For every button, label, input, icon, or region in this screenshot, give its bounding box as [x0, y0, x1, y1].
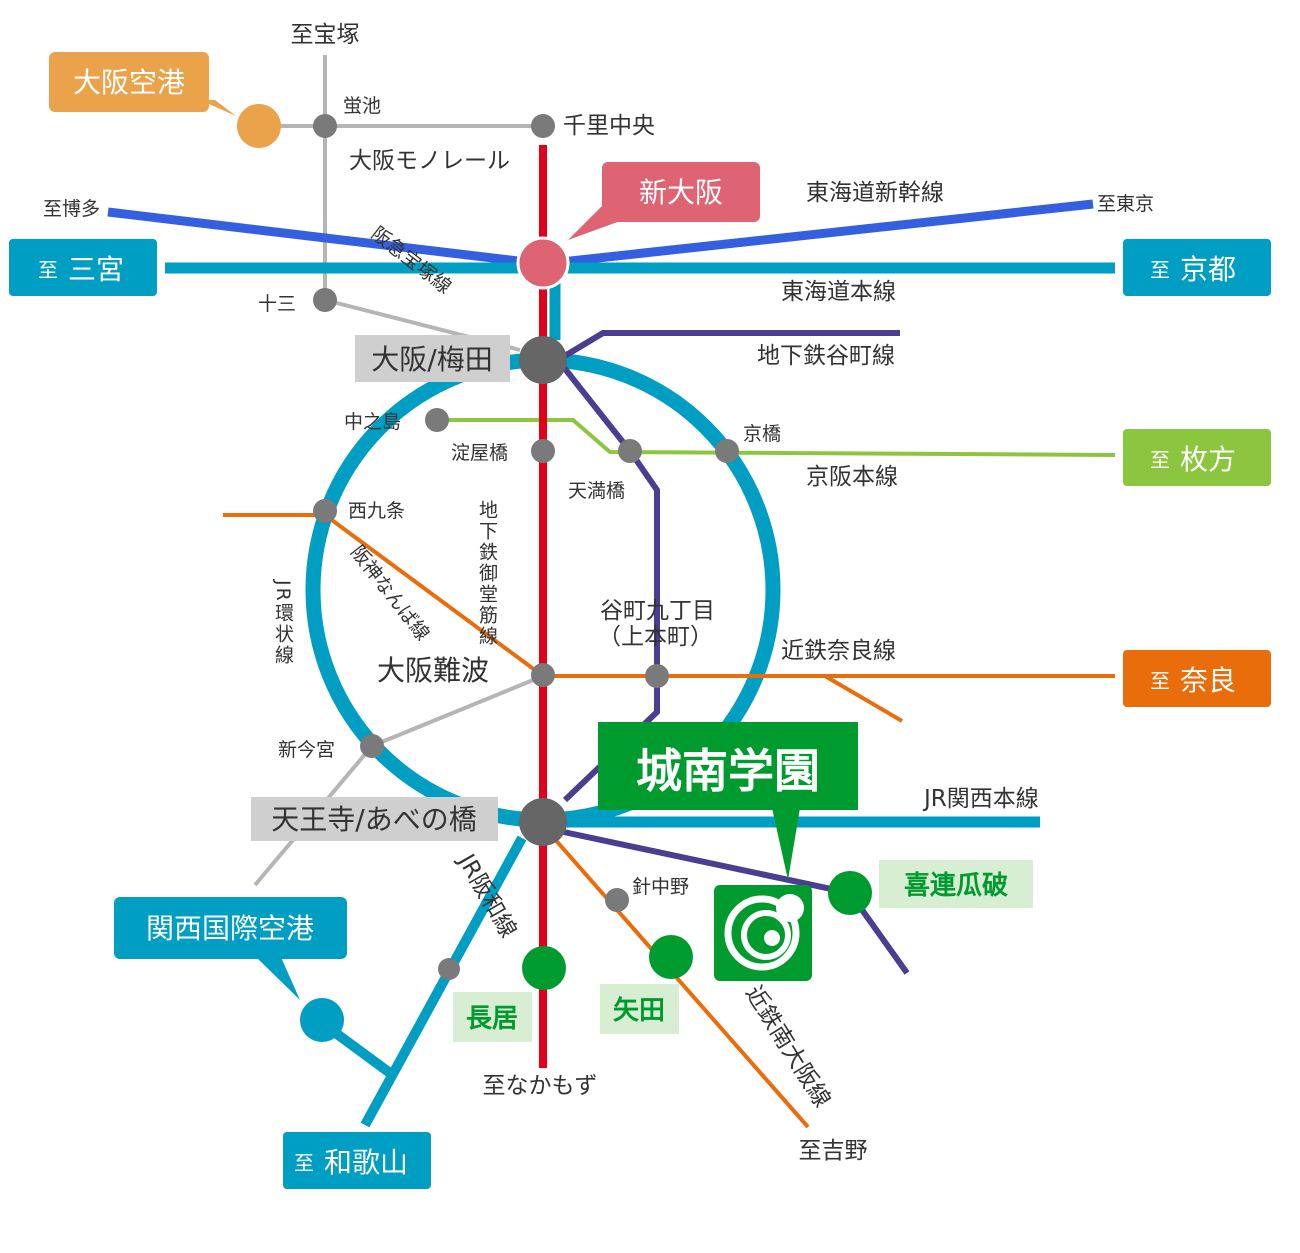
senri-chuo-label: 千里中央	[563, 113, 655, 139]
osaka-airport-label: 大阪空港	[73, 66, 185, 99]
tanimachi-line-label: 地下鉄谷町線	[757, 343, 895, 369]
dest-takarazuka-label: 至宝塚	[291, 22, 360, 48]
kintetsu-nara-line-label: 近鉄奈良線	[781, 638, 896, 664]
dest-hakata-label: 至博多	[43, 198, 100, 220]
senri-chuo-station	[531, 114, 555, 138]
yodoyabashi-station	[531, 439, 555, 463]
tennoji-hub	[519, 798, 567, 846]
shin-imamiya-label: 新今宮	[278, 739, 335, 761]
svg-text:長居: 長居	[466, 1004, 518, 1034]
loop-line-label: JR環状線	[272, 579, 294, 666]
dest-wakayama: 至 和歌山	[283, 1132, 431, 1189]
shin-osaka-label: 新大阪	[639, 176, 723, 209]
kansai-line-label: JR関西本線	[922, 786, 1039, 812]
school-callout: 城南学園	[598, 722, 858, 880]
shin-imamiya-station	[360, 734, 384, 758]
hotarugaike-label: 蛍池	[343, 95, 381, 117]
harinakano-label: 針中野	[632, 876, 689, 898]
juso-station	[313, 288, 337, 312]
monorail-line-label: 大阪モノレール	[349, 148, 510, 174]
yata-station	[649, 935, 693, 979]
kansai-airport-station	[300, 998, 344, 1042]
dest-yoshino-label: 至吉野	[799, 1138, 868, 1164]
svg-text:喜連瓜破: 喜連瓜破	[904, 871, 1008, 901]
svg-text:至: 至	[38, 258, 58, 282]
yodoyabashi-label: 淀屋橋	[451, 442, 508, 464]
nishikujo-station	[313, 499, 337, 523]
svg-text:大阪/梅田: 大阪/梅田	[371, 343, 492, 376]
keihan-line-label: 京阪本線	[806, 464, 898, 490]
tokaido-line-label: 東海道本線	[781, 279, 896, 305]
osaka-airport-station	[237, 104, 281, 148]
tenmabashi-station	[618, 439, 642, 463]
school-label: 城南学園	[636, 744, 820, 798]
tanimachi9-station	[645, 664, 669, 688]
kansai-airport-label: 関西国際空港	[146, 912, 314, 945]
tenmabashi-label: 天満橋	[568, 480, 625, 502]
midosuji-line-label: 地下鉄御堂筋線	[476, 500, 498, 647]
kintetsu-nara-branch	[823, 674, 904, 723]
shinkansen-line-label: 東海道新幹線	[806, 180, 944, 206]
nagai-station	[522, 946, 566, 990]
shin-osaka-callout: 新大阪	[568, 162, 760, 240]
svg-text:至: 至	[1150, 258, 1170, 282]
dest-nakamozu-label: 至なかもず	[483, 1073, 598, 1099]
dest-nara: 至 奈良	[1123, 650, 1271, 707]
jr-hanwa-line	[360, 835, 527, 1128]
nakanoshima-label: 中之島	[344, 411, 401, 433]
harinakano-station	[605, 888, 629, 912]
umeda-hub	[519, 336, 567, 384]
shin-osaka-station	[516, 236, 570, 290]
svg-text:奈良: 奈良	[1180, 664, 1236, 697]
kyobashi-station	[715, 439, 739, 463]
dest-sannomiya: 至 三宮	[9, 239, 157, 296]
umeda-label-box: 大阪/梅田	[355, 335, 510, 382]
dest-hirakata: 至 枚方	[1123, 429, 1271, 486]
kintetsu-nara-line	[223, 513, 1115, 678]
svg-text:至: 至	[1150, 448, 1170, 472]
kyobashi-label: 京橋	[743, 423, 781, 445]
school-logo-icon	[714, 885, 812, 981]
yata-label-box: 矢田	[600, 984, 679, 1034]
svg-text:矢田: 矢田	[613, 995, 665, 1026]
hanwa-station	[438, 958, 460, 980]
tennoji-label-box: 天王寺/あべの橋	[251, 797, 498, 841]
hanshin-namba-line-label: 阪神なんば線	[346, 542, 434, 645]
keihan-line	[437, 418, 1116, 457]
nankai-line	[253, 674, 544, 887]
osaka-airport-callout: 大阪空港	[49, 52, 236, 116]
juso-label: 十三	[258, 293, 296, 315]
tanimachi9-label: 谷町九丁目	[600, 598, 715, 624]
namba-station	[531, 663, 555, 687]
svg-text:和歌山: 和歌山	[324, 1146, 408, 1179]
uehommachi-label: （上本町）	[598, 624, 713, 650]
kire-uriwari-station	[828, 871, 872, 915]
dest-kyoto: 至 京都	[1123, 239, 1271, 296]
namba-label: 大阪難波	[377, 654, 489, 687]
minami-osaka-line-label: 近鉄南大阪線	[740, 981, 835, 1112]
svg-text:京都: 京都	[1180, 253, 1236, 286]
svg-text:三宮: 三宮	[68, 253, 124, 286]
kansai-airport-callout: 関西国際空港	[114, 897, 347, 1000]
nishikujo-label: 西九条	[348, 500, 405, 522]
dest-tokyo-label: 至東京	[1097, 193, 1154, 215]
svg-text:至: 至	[294, 1151, 314, 1175]
svg-text:枚方: 枚方	[1180, 443, 1236, 476]
nagai-label-box: 長居	[453, 992, 532, 1042]
hotarugaike-station	[313, 114, 337, 138]
nakanoshima-station	[425, 408, 449, 432]
kire-uriwari-label-box: 喜連瓜破	[879, 860, 1033, 908]
tanimachi-line-north	[556, 330, 900, 363]
hankyu-line-label: 阪急宝塚線	[367, 223, 455, 299]
svg-text:至: 至	[1150, 669, 1170, 693]
svg-text:天王寺/あべの橋: 天王寺/あべの橋	[271, 803, 476, 836]
